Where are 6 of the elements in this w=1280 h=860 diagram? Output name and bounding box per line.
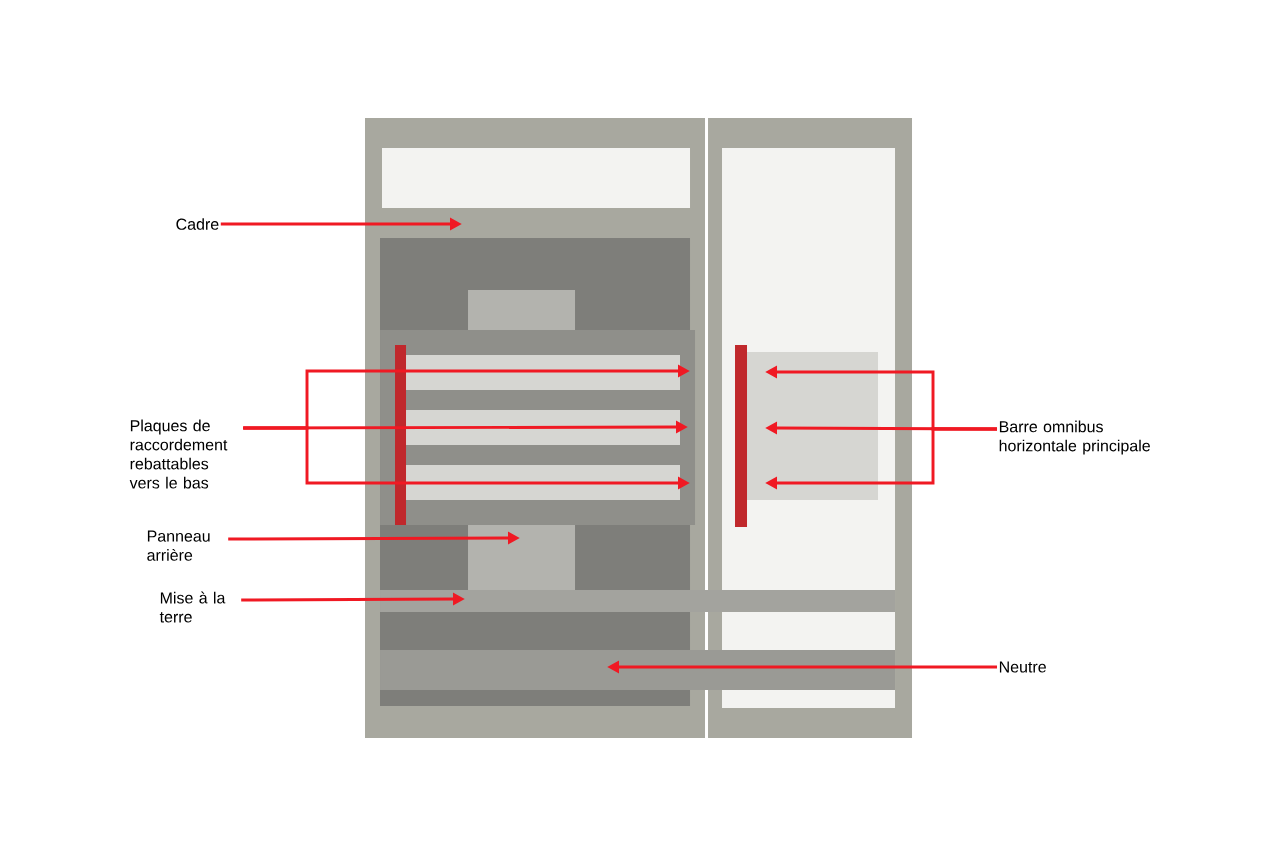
callout-label: Barre omnibus horizontale principale: [999, 420, 1150, 455]
callout-label: Neutre: [999, 661, 1046, 673]
callout-label: Plaques de raccordement rebattables vers le bas: [129, 419, 228, 489]
callout-label: Mise à la terre: [159, 591, 226, 623]
callout-label: Panneau arrière: [147, 530, 210, 561]
callout-label: Cadre: [176, 218, 219, 230]
